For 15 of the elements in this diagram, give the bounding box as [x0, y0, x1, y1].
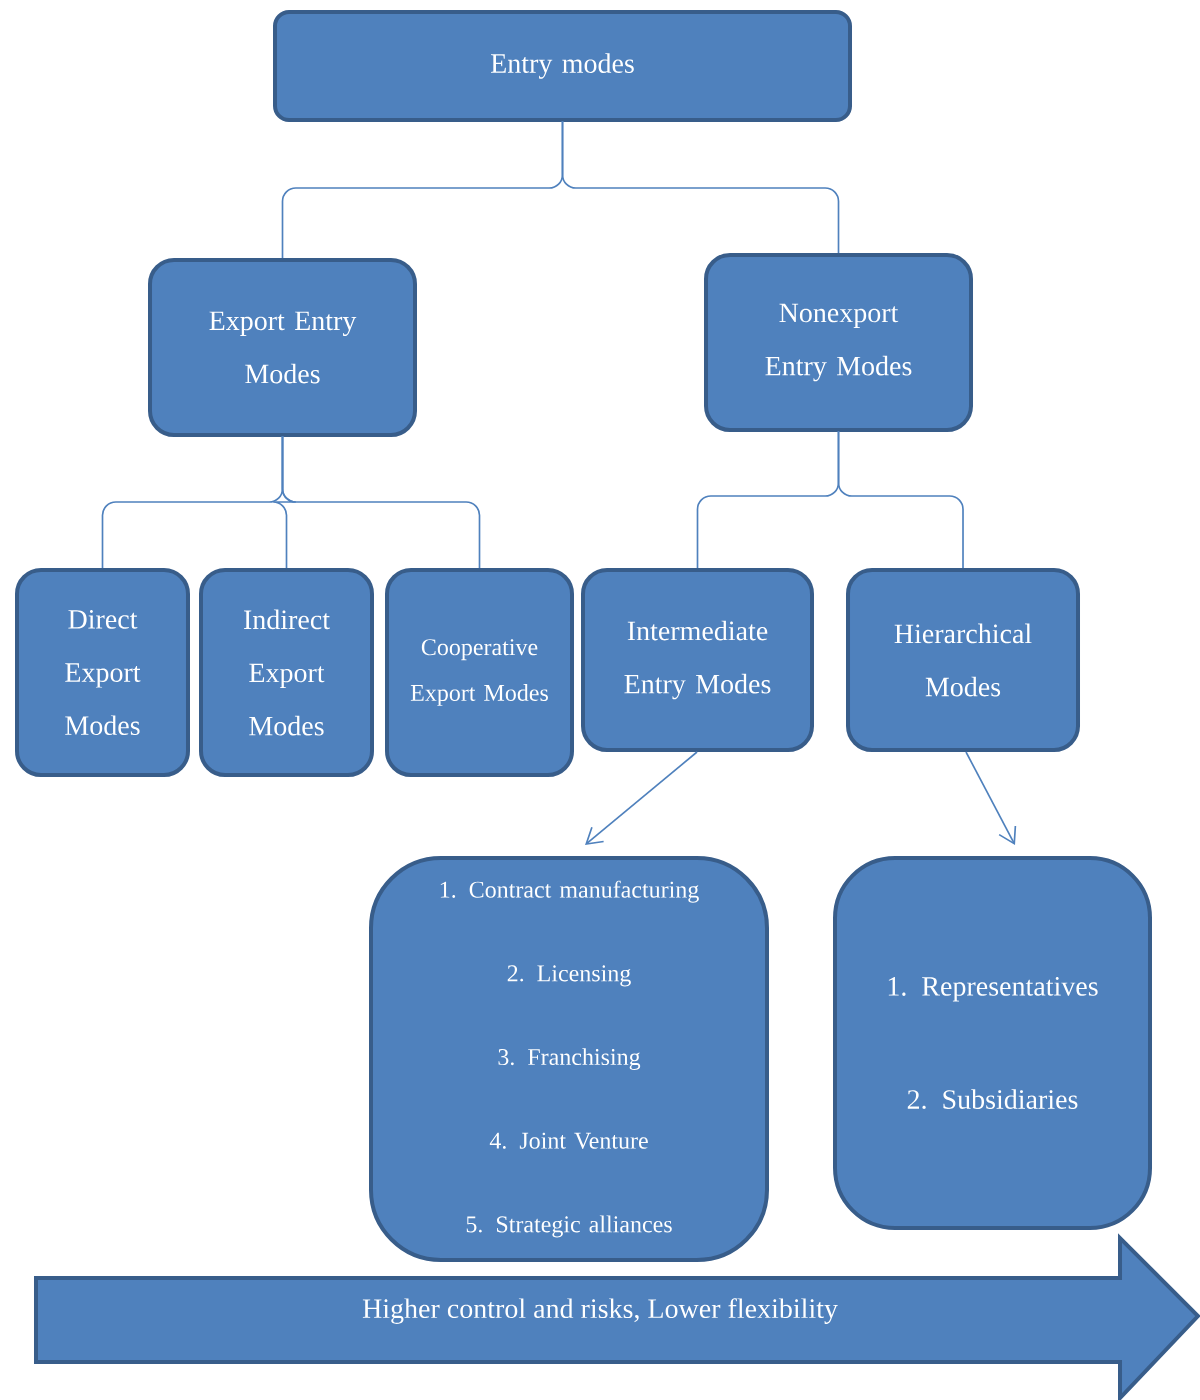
entry-mode-box: Export Entry Modes — [148, 258, 417, 437]
list-box: 1. Contract manufacturing 2. Licensing 3. Franchising 4. Joint Venture 5. Strategic alliances — [369, 856, 769, 1262]
arrow — [965, 751, 1017, 845]
entry-mode-box: Cooperative Export Modes — [385, 568, 574, 777]
entry-mode-box: Nonexport Entry Modes — [704, 253, 973, 432]
connector-line — [561, 120, 840, 254]
arrow — [585, 751, 698, 845]
entry-mode-box: Indirect Export Modes — [199, 568, 374, 777]
entry-mode-box: Entry modes — [273, 10, 852, 122]
entry-mode-box: Direct Export Modes — [15, 568, 190, 777]
connector-line — [281, 435, 481, 569]
connector-line — [837, 430, 964, 569]
entry-mode-box: Hierarchical Modes — [846, 568, 1080, 752]
list-box: 1. Representatives 2. Subsidiaries — [833, 856, 1152, 1230]
entry-mode-box: Intermediate Entry Modes — [581, 568, 814, 752]
